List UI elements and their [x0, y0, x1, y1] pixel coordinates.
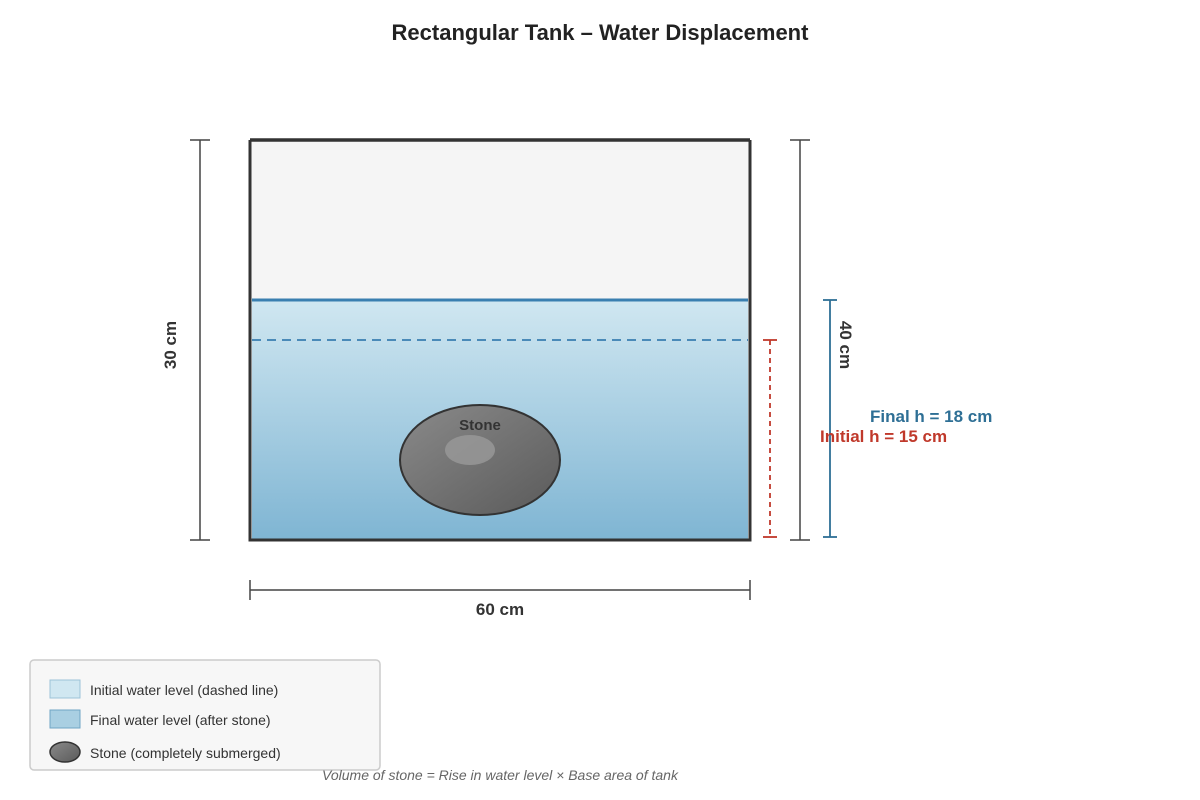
diagram-title: Rectangular Tank – Water Displacement [392, 20, 810, 45]
stone-label: Stone [459, 417, 501, 434]
legend: Initial water level (dashed line) Final … [29, 659, 381, 771]
final-height-marker [823, 299, 837, 538]
final-height-label: Final h = 18 cm [870, 407, 992, 426]
stone-highlight [445, 435, 495, 465]
width-dimension [249, 580, 751, 600]
initial-height-marker [763, 339, 777, 538]
legend-box [29, 659, 381, 771]
legend-label-final: Final water level (after stone) [90, 712, 271, 728]
legend-swatch-final [49, 709, 81, 729]
right-height-label: 40 cm [836, 321, 855, 369]
legend-swatch-stone [49, 741, 81, 763]
left-height-dimension [190, 139, 210, 541]
initial-height-label: Initial h = 15 cm [820, 427, 947, 446]
formula-footnote: Volume of stone = Rise in water level × … [322, 767, 679, 783]
legend-label-initial: Initial water level (dashed line) [90, 682, 278, 698]
width-label: 60 cm [476, 600, 524, 619]
legend-swatch-initial [49, 679, 81, 699]
right-height-dimension [790, 139, 810, 541]
tank-walls [248, 140, 752, 542]
left-height-label: 30 cm [161, 321, 180, 369]
legend-label-stone: Stone (completely submerged) [90, 745, 281, 761]
